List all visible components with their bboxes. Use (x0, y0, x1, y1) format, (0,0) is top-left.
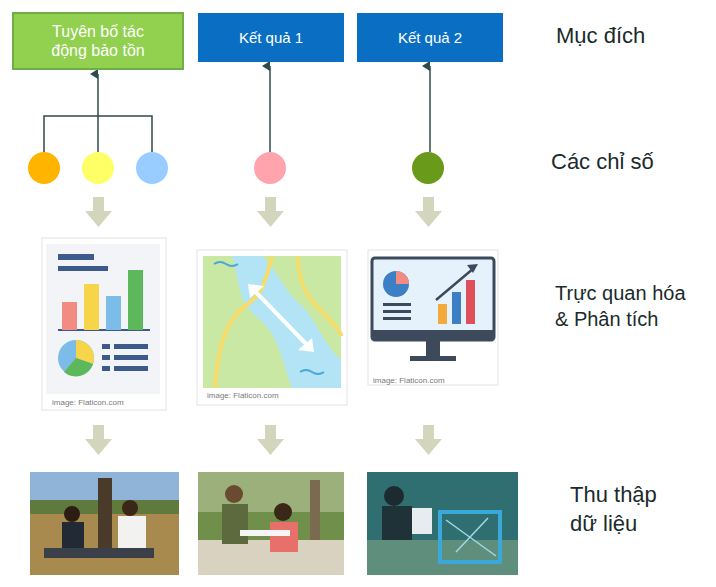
report-icon (42, 238, 166, 410)
map-icon (197, 250, 347, 405)
image-credit: image: Flaticon.com (52, 398, 152, 408)
box-text: Tuyên bố tác động bảo tồn (36, 22, 160, 60)
row-label: Các chỉ số (551, 148, 706, 177)
row-label: Mục đích (556, 22, 706, 51)
row-label: Thu thập dữ liệu (570, 481, 670, 538)
underwater-photo (367, 472, 518, 575)
indicator-dots (28, 152, 444, 184)
sampling-photo (198, 472, 344, 575)
monitor-icon (368, 250, 498, 385)
box-text: Kết quả 2 (398, 29, 462, 47)
image-credit: image: Flaticon.com (207, 391, 307, 401)
goal-box: Tuyên bố tác động bảo tồn (12, 12, 184, 70)
row-label: Trực quan hóa & Phân tích (555, 280, 693, 332)
result-box: Kết quả 1 (198, 13, 344, 62)
indicator-links (44, 66, 430, 152)
result-box: Kết quả 2 (357, 13, 503, 62)
box-text: Kết quả 1 (239, 29, 303, 47)
image-credit: image: Flaticon.com (373, 376, 473, 386)
field-photo (30, 472, 179, 575)
